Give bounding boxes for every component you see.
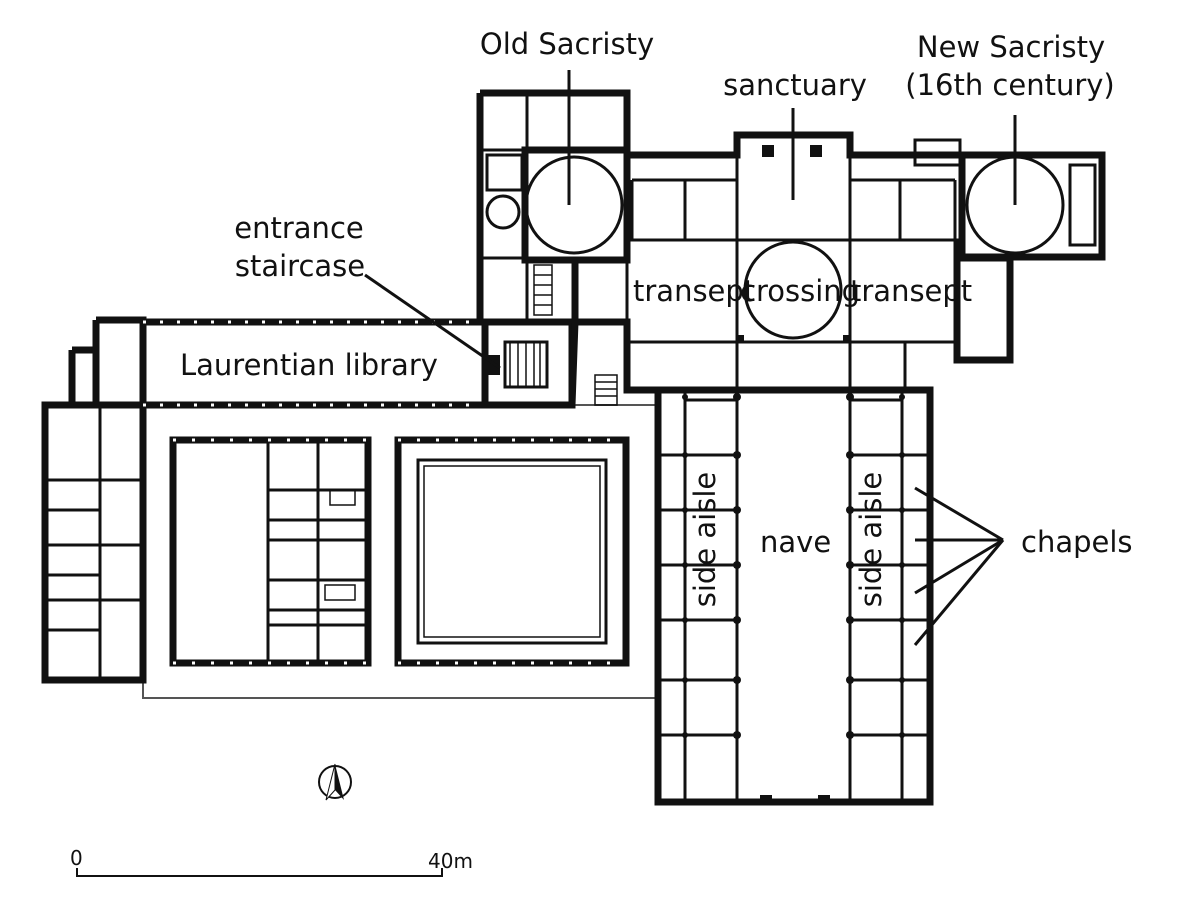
scale-start-label: 0 [70,846,83,870]
nave-piers [682,393,905,739]
label-entrance: entrance [234,211,364,245]
label-side-aisle-right: side aisle [854,471,889,608]
label-staircase: staircase [234,249,366,283]
label-nave: nave [760,525,832,559]
label-transept-left: transept [633,274,756,308]
label-chapels: chapels [1021,525,1133,559]
label-crossing: crossing [740,274,861,308]
cloister-block [41,316,659,699]
label-old-sacristy: Old Sacristy [479,27,655,61]
scale-bar [76,868,443,877]
leader-lines [364,70,1017,646]
scale-end-label: 40m [428,849,473,873]
label-sanctuary: sanctuary [723,68,867,102]
label-side-aisle-left: side aisle [688,471,723,608]
label-new-sacristy-line2: (16th century) [905,68,1115,102]
old-sacristy-block [476,89,631,406]
label-new-sacristy-line1: New Sacristy [916,30,1106,64]
label-transept-right: transept [850,274,973,308]
label-laurentian-library: Laurentian library [180,348,438,382]
north-arrow-icon [318,763,352,801]
church-block [568,131,1106,806]
